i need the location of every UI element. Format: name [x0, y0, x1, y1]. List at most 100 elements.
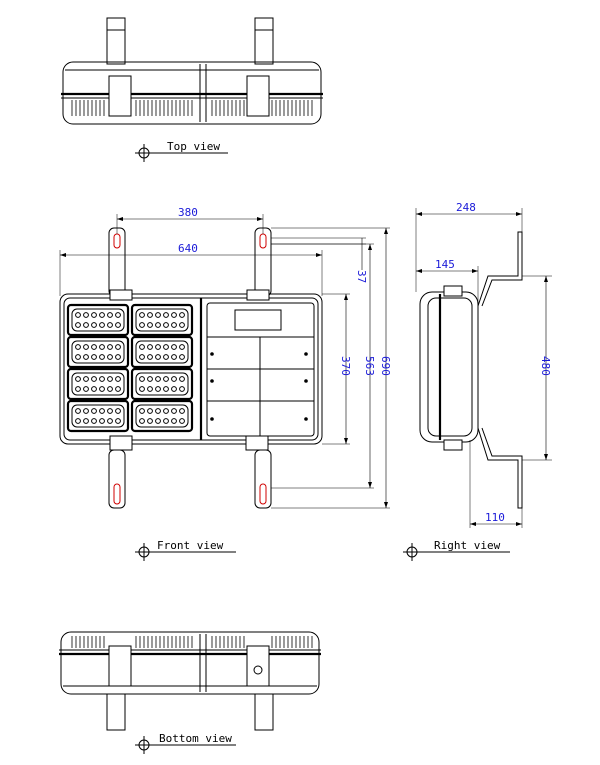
led-chip [139, 386, 145, 392]
led-chip [163, 354, 169, 360]
led-chip [115, 376, 121, 382]
led-chip [163, 312, 169, 318]
led-chip [83, 344, 89, 350]
led-chip [83, 408, 89, 414]
led-chip [179, 312, 185, 318]
led-chip [163, 376, 169, 382]
led-chip [115, 418, 121, 424]
led-chip [147, 386, 153, 392]
led-chip [179, 344, 185, 350]
led-chip [115, 312, 121, 318]
led-chip [155, 354, 161, 360]
dimension-690: 690 [271, 227, 392, 509]
bottom-view-bracket-right [254, 693, 274, 731]
led-chip [179, 322, 185, 328]
led-chip [107, 408, 113, 414]
led-chip [139, 376, 145, 382]
led-chip [83, 354, 89, 360]
led-chip [107, 376, 113, 382]
led-module [66, 303, 130, 337]
dim-248-label: 248 [456, 201, 476, 214]
led-chip [163, 386, 169, 392]
dimension-380: 380 [116, 206, 264, 234]
led-module [66, 399, 130, 433]
led-chip [83, 376, 89, 382]
bottom-view-housing [60, 631, 320, 695]
led-chip [99, 312, 105, 318]
dimension-640: 640 [59, 242, 323, 296]
led-chip [139, 418, 145, 424]
led-module [130, 399, 194, 433]
led-chip [139, 344, 145, 350]
led-chip [171, 354, 177, 360]
led-chip [75, 354, 81, 360]
right-housing [419, 291, 479, 443]
led-module [130, 367, 194, 401]
led-chip [75, 312, 81, 318]
top-view-bracket-left [106, 17, 126, 65]
led-chip [147, 408, 153, 414]
front-clip-top-right [246, 289, 270, 301]
led-chip [171, 408, 177, 414]
dim-480-label: 480 [539, 356, 552, 376]
led-chip [115, 354, 121, 360]
dimension-110: 110 [469, 440, 523, 528]
led-chip [147, 376, 153, 382]
dim-690-label: 690 [379, 356, 392, 376]
led-chip [147, 322, 153, 328]
led-module [130, 335, 194, 369]
right-clip-bottom [443, 439, 463, 451]
right-view-label: Right view [434, 539, 501, 552]
bottom-view-clamp-left [108, 645, 132, 687]
dimension-480: 480 [522, 275, 552, 461]
dimension-370: 370 [322, 293, 352, 445]
led-chip [115, 386, 121, 392]
led-chip [107, 418, 113, 424]
top-view-fins [71, 100, 313, 116]
led-chip [115, 322, 121, 328]
led-chip [171, 386, 177, 392]
led-chip [91, 312, 97, 318]
led-chip [75, 386, 81, 392]
dimension-563: 563 [271, 243, 376, 489]
right-clip-top [443, 285, 463, 297]
right-arm-top [477, 231, 523, 307]
dim-380-label: 380 [178, 206, 198, 219]
led-chip [107, 312, 113, 318]
led-chip [147, 344, 153, 350]
bottom-view-cable-gland [253, 665, 263, 675]
dim-37-label: 37 [355, 270, 368, 283]
led-chip [155, 344, 161, 350]
led-chip [155, 386, 161, 392]
led-chip [99, 376, 105, 382]
top-view-label: Top view [167, 140, 220, 153]
dimension-248: 248 [415, 201, 523, 292]
dim-370-label: 370 [339, 356, 352, 376]
led-chip [107, 322, 113, 328]
led-module [66, 335, 130, 369]
led-chip [155, 408, 161, 414]
bottom-view-label: Bottom view [159, 732, 232, 745]
front-clip-bottom-left [109, 435, 133, 451]
led-chip [83, 386, 89, 392]
front-clip-top-left [109, 289, 133, 301]
led-chip [99, 386, 105, 392]
led-chip [139, 322, 145, 328]
led-chip [107, 344, 113, 350]
led-chip [171, 418, 177, 424]
led-chip [99, 354, 105, 360]
led-chip [99, 344, 105, 350]
led-chip [107, 386, 113, 392]
led-chip [147, 354, 153, 360]
led-chip [99, 418, 105, 424]
led-chip [171, 322, 177, 328]
dim-640-label: 640 [178, 242, 198, 255]
dimension-145: 145 [416, 258, 479, 306]
led-module [130, 303, 194, 337]
led-chip [91, 408, 97, 414]
led-chip [99, 408, 105, 414]
led-chip [147, 312, 153, 318]
led-chip [163, 418, 169, 424]
front-bracket-bottom-left [108, 449, 126, 509]
led-chip [179, 386, 185, 392]
